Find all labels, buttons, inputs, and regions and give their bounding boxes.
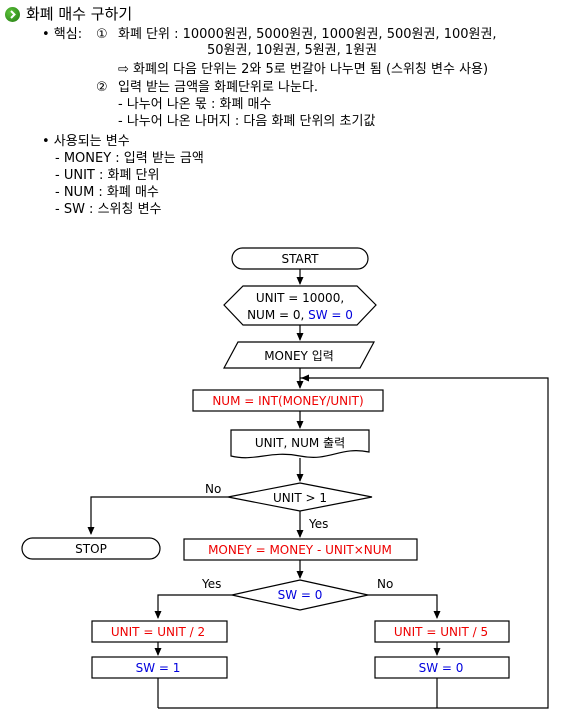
init-line2-b: SW = 0 (308, 308, 353, 322)
d2-yes-label: Yes (201, 577, 221, 591)
item2-number: ② (96, 80, 108, 95)
var-money: - MONEY : 입력 받는 금액 (55, 151, 204, 166)
right-unit-label: UNIT = UNIT / 5 (394, 625, 488, 639)
input-shape (222, 341, 376, 369)
left-sw-label: SW = 1 (136, 661, 181, 675)
left-unit-label: UNIT = UNIT / 2 (111, 625, 205, 639)
init-line2-a: NUM = 0, (247, 308, 308, 322)
section-title: 화폐 매수 구하기 (26, 5, 133, 23)
right-sw-label: SW = 0 (419, 661, 464, 675)
decision2-label: SW = 0 (278, 588, 323, 602)
input-label: MONEY 입력 (264, 349, 334, 363)
d1-yes-label: Yes (308, 517, 328, 531)
num-calc-box (192, 389, 384, 412)
item1-number: ① (96, 27, 108, 42)
item2-sub2: - 나누어 나온 나머지 : 다음 화폐 단위의 초기값 (118, 114, 376, 129)
d2-no-label: No (377, 577, 393, 591)
vars-label: • 사용되는 변수 (42, 134, 130, 149)
init-line2: NUM = 0, SW = 0 (247, 308, 353, 322)
item2-sub1: - 나누어 나온 몫 : 화폐 매수 (118, 97, 272, 112)
var-sw: - SW : 스위칭 변수 (55, 202, 162, 217)
num-calc-label: NUM = INT(MONEY/UNIT) (212, 394, 363, 408)
core-label: • 핵심: (42, 27, 83, 42)
init-line1: UNIT = 10000, (256, 291, 344, 305)
decision1-label: UNIT > 1 (273, 491, 327, 505)
item1-note: ⇨ 화폐의 다음 단위는 2와 5로 번갈아 나누면 됨 (스위칭 변수 사용) (118, 62, 489, 77)
var-unit: - UNIT : 화폐 단위 (55, 168, 160, 183)
left-sw-box (91, 656, 228, 679)
right-unit-box (374, 620, 510, 643)
money-calc-label: MONEY = MONEY - UNIT×NUM (208, 543, 392, 557)
loop-back-line (300, 377, 549, 709)
stop-label: STOP (75, 542, 107, 556)
d1-no-label: No (205, 482, 221, 496)
var-num: - NUM : 화폐 매수 (55, 185, 159, 200)
green-circle-chevron-icon (5, 7, 20, 22)
item1-line2: 50원권, 10원권, 5원권, 1원권 (207, 43, 378, 58)
right-sw-box (374, 656, 510, 679)
item2-text: 입력 받는 금액을 화폐단위로 나눈다. (118, 80, 319, 95)
output-label: UNIT, NUM 출력 (255, 436, 345, 450)
start-label: START (281, 252, 319, 266)
item1-line1: 화폐 단위 : 10000원권, 5000원권, 1000원권, 500원권, … (118, 27, 497, 42)
output-document (230, 429, 370, 459)
left-unit-box (91, 620, 228, 643)
decision-sw-eq-0 (231, 579, 369, 611)
stop-terminal (21, 537, 161, 560)
init-preparation (223, 285, 377, 326)
